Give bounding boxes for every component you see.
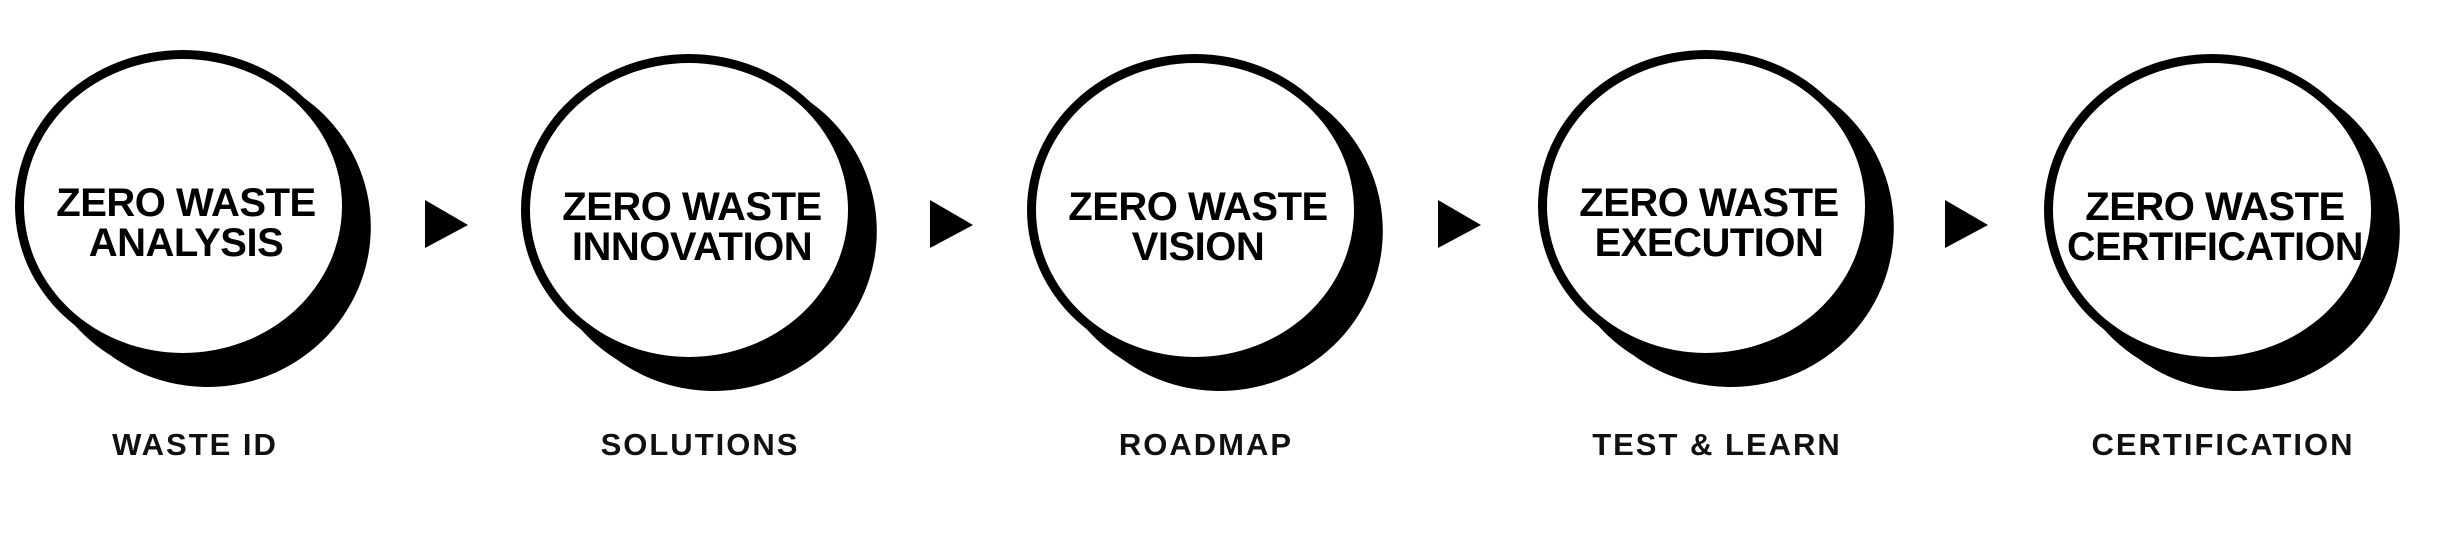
step-title-line1: ZERO WASTE <box>56 181 315 225</box>
step-title-line2: INNOVATION <box>572 225 812 269</box>
right-triangle-arrow-icon <box>425 200 468 248</box>
right-triangle-arrow-icon <box>1945 200 1988 248</box>
step-label: TEST & LEARN <box>1592 427 1842 462</box>
step-label: ROADMAP <box>1119 427 1293 462</box>
step-5: ZERO WASTE CERTIFICATION CERTIFICATION <box>2044 54 2400 462</box>
step-title-line1: ZERO WASTE <box>2085 185 2344 229</box>
step-circle-icon <box>1027 54 1383 391</box>
step-1: ZERO WASTE ANALYSIS WASTE ID <box>15 50 371 462</box>
step-title-line2: EXECUTION <box>1595 221 1824 265</box>
step-circle-icon <box>2044 54 2400 391</box>
step-label: CERTIFICATION <box>2091 427 2354 462</box>
step-label: SOLUTIONS <box>601 427 800 462</box>
step-title-line1: ZERO WASTE <box>1068 185 1327 229</box>
step-title-line2: CERTIFICATION <box>2067 225 2363 269</box>
step-circle-icon <box>521 54 877 391</box>
step-4: ZERO WASTE EXECUTION TEST & LEARN <box>1538 50 1894 462</box>
step-circle-icon <box>1538 50 1894 387</box>
step-title-line1: ZERO WASTE <box>1579 181 1838 225</box>
step-title-line1: ZERO WASTE <box>562 185 821 229</box>
step-label: WASTE ID <box>112 427 278 462</box>
step-title-line2: VISION <box>1132 225 1265 269</box>
step-2: ZERO WASTE INNOVATION SOLUTIONS <box>521 54 877 462</box>
step-title-line2: ANALYSIS <box>89 221 284 265</box>
right-triangle-arrow-icon <box>930 200 973 248</box>
step-circle-icon <box>15 50 371 387</box>
step-3: ZERO WASTE VISION ROADMAP <box>1027 54 1383 462</box>
right-triangle-arrow-icon <box>1438 200 1481 248</box>
